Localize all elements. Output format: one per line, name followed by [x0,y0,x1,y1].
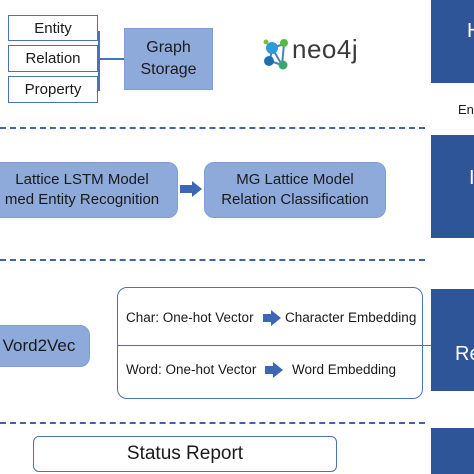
property-box: Property [8,76,98,103]
right-block-2-label: I [469,167,474,189]
neo4j-logo-icon [263,39,288,70]
bracket-connector [98,58,124,60]
entity-side-label: En [458,102,474,117]
mg-lattice-line-1: MG Lattice Model [236,171,354,188]
lattice-lstm-line-2: med Entity Recognition [4,191,160,208]
section-divider-3 [0,422,425,424]
char-output-text: Character Embedding [285,310,417,325]
section-divider-2 [0,259,425,261]
graph-storage-line-2: Storage [140,61,197,78]
model-arrow-head [192,181,202,197]
lattice-lstm-line-1: Lattice LSTM Model [15,171,149,188]
char-arrow-head [271,310,281,326]
right-block-1-label: H [467,20,474,43]
entity-box: Entity [8,15,98,41]
mg-lattice-box: MG Lattice Model Relation Classification [204,162,386,218]
status-report-label: Status Report [126,443,244,464]
right-block-3-label: Re [455,343,474,365]
property-label: Property [24,81,82,98]
entity-label: Entity [34,19,72,37]
word-arrow-head [273,362,283,378]
word-arrow-body [265,366,273,374]
bracket-line [98,31,100,91]
neo4j-logo-label: neo4j [292,34,359,64]
word-input-label: Word: One-hot Vector [126,362,256,377]
status-report-box: Status Report [33,436,337,472]
relation-label: Relation [25,50,81,67]
word-output-label: Word Embedding [292,362,396,377]
char-output-label: Character Embedding [285,310,416,325]
model-arrow-body [180,185,192,193]
right-block-2: I [431,135,474,238]
word-input-text: Word: One-hot Vector [126,362,257,377]
graph-storage-line-1: Graph [146,39,191,56]
lattice-lstm-box: Lattice LSTM Model med Entity Recognitio… [0,162,178,218]
embedding-panel [117,287,423,399]
neo4j-logo-text: neo4j [292,34,358,65]
char-input-text: Char: One-hot Vector [126,310,254,325]
char-arrow-body [263,314,271,322]
right-block-1: H [431,0,474,83]
relation-box: Relation [8,45,98,72]
word-output-text: Word Embedding [292,362,397,377]
graph-storage-box: Graph Storage [124,28,213,90]
section-divider-1 [0,127,425,129]
right-block-4 [431,428,474,474]
right-block-3: Re [431,289,474,391]
word2vec-box: Vord2Vec [0,325,90,367]
char-input-label: Char: One-hot Vector [126,310,254,325]
word2vec-label: Vord2Vec [2,336,76,355]
entity-side-text: En [458,102,474,117]
embedding-panel-divider [117,345,448,346]
mg-lattice-line-2: Relation Classification [221,191,369,208]
